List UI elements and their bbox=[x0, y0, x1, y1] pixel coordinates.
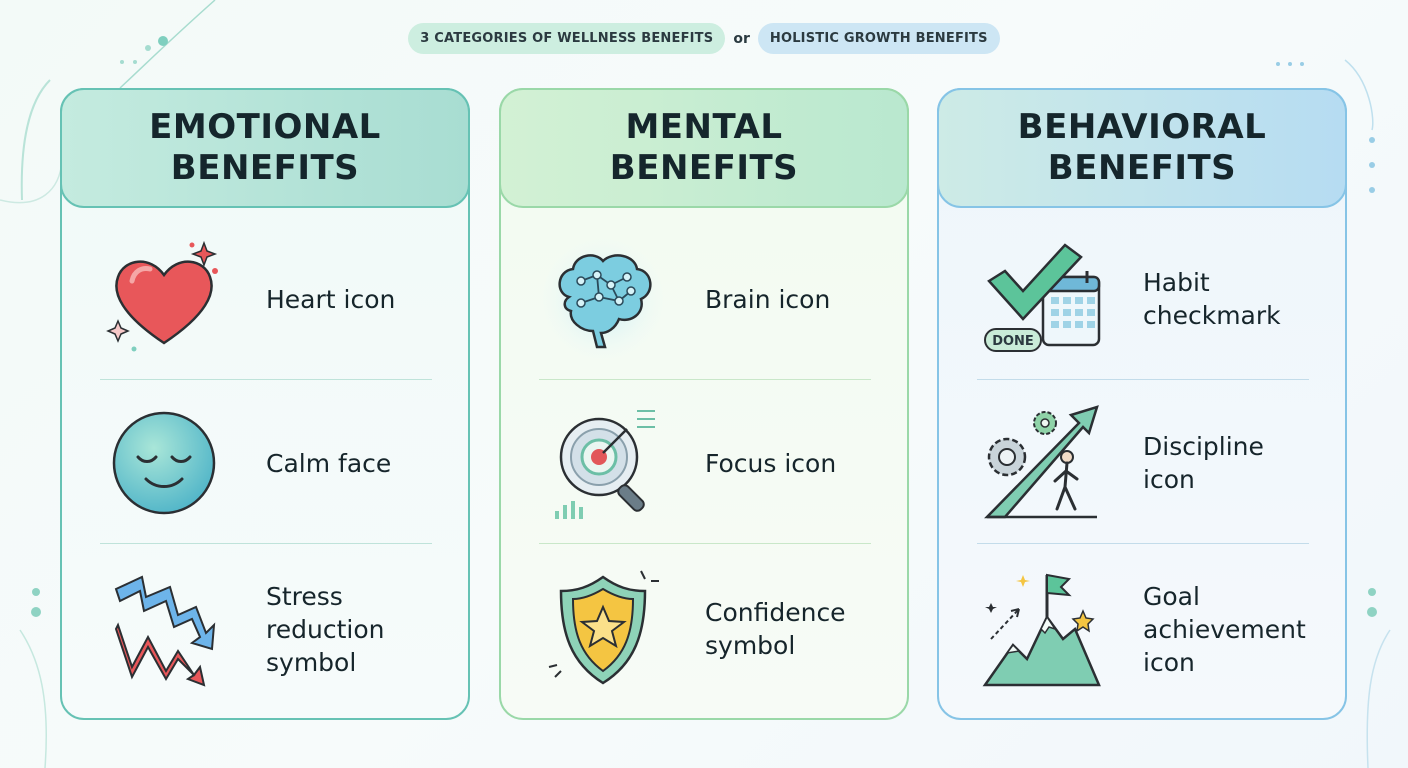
confidence-symbol-label: Confidence symbol bbox=[705, 598, 846, 660]
brain-icon bbox=[543, 239, 663, 359]
or-separator: or bbox=[733, 30, 750, 47]
behavioral-title-line2: BENEFITS bbox=[1047, 148, 1237, 188]
focus-icon-label: Focus icon bbox=[705, 448, 837, 478]
heart-icon bbox=[106, 240, 218, 352]
heart-icon-label: Heart icon bbox=[266, 284, 396, 314]
goal-achievement-icon bbox=[982, 573, 1101, 687]
emotional-item-calm-face: Calm face bbox=[102, 398, 432, 528]
mental-item-focus: Focus icon bbox=[541, 398, 871, 528]
done-badge: DONE bbox=[992, 334, 1034, 349]
behavioral-divider-2 bbox=[977, 543, 1309, 544]
confidence-shield-icon bbox=[548, 570, 659, 685]
mental-title-line2: BENEFITS bbox=[609, 148, 799, 188]
stress-reduction-label: Stress reduction symbol bbox=[266, 581, 385, 677]
habit-checkmark-icon: DONE bbox=[984, 243, 1101, 352]
mental-divider-2 bbox=[539, 543, 871, 544]
emotional-title-line2: BENEFITS bbox=[170, 148, 360, 188]
mental-item-confidence: Confidence symbol bbox=[541, 564, 871, 694]
holistic-growth-pill: HOLISTIC GROWTH BENEFITS bbox=[757, 23, 1000, 54]
emotional-title-line1: EMOTIONAL bbox=[149, 107, 381, 147]
behavioral-item-goal: Goal achievement icon bbox=[979, 564, 1309, 694]
discipline-icon-label: Discipline icon bbox=[1143, 432, 1264, 494]
mental-divider-1 bbox=[539, 379, 871, 380]
behavioral-card-header: BEHAVIORAL BENEFITS bbox=[937, 88, 1347, 208]
stress-reduction-icon bbox=[114, 575, 216, 687]
behavioral-divider-1 bbox=[977, 379, 1309, 380]
behavioral-item-habit: DONE Habit checkmark bbox=[979, 234, 1309, 364]
behavioral-title-line1: BEHAVIORAL bbox=[1017, 107, 1267, 147]
discipline-icon bbox=[984, 405, 1099, 519]
categories-pill: 3 CATEGORIES OF WELLNESS BENEFITS bbox=[408, 23, 726, 54]
emotional-benefits-card: EMOTIONAL BENEFITS Heart icon bbox=[60, 88, 470, 720]
mental-benefits-card: MENTAL BENEFITS Brain icon bbox=[499, 88, 909, 720]
emotional-divider-2 bbox=[100, 543, 432, 544]
mental-item-brain: Brain icon bbox=[541, 234, 871, 364]
mental-card-header: MENTAL BENEFITS bbox=[499, 88, 909, 208]
behavioral-benefits-card: BEHAVIORAL BENEFITS DONE Habit checkmark bbox=[937, 88, 1347, 720]
habit-checkmark-label: Habit checkmark bbox=[1143, 268, 1281, 330]
goal-achievement-label: Goal achievement icon bbox=[1143, 581, 1306, 677]
emotional-divider-1 bbox=[100, 379, 432, 380]
calm-face-icon bbox=[112, 411, 216, 515]
focus-icon bbox=[555, 410, 655, 519]
emotional-item-stress-reduction: Stress reduction symbol bbox=[102, 564, 432, 694]
behavioral-item-discipline: Discipline icon bbox=[979, 398, 1309, 528]
header-pills: 3 CATEGORIES OF WELLNESS BENEFITS or HOL… bbox=[0, 23, 1408, 54]
emotional-card-header: EMOTIONAL BENEFITS bbox=[60, 88, 470, 208]
emotional-item-heart: Heart icon bbox=[102, 234, 432, 364]
brain-icon-label: Brain icon bbox=[705, 284, 831, 314]
mental-title-line1: MENTAL bbox=[625, 107, 783, 147]
calm-face-label: Calm face bbox=[266, 448, 392, 478]
